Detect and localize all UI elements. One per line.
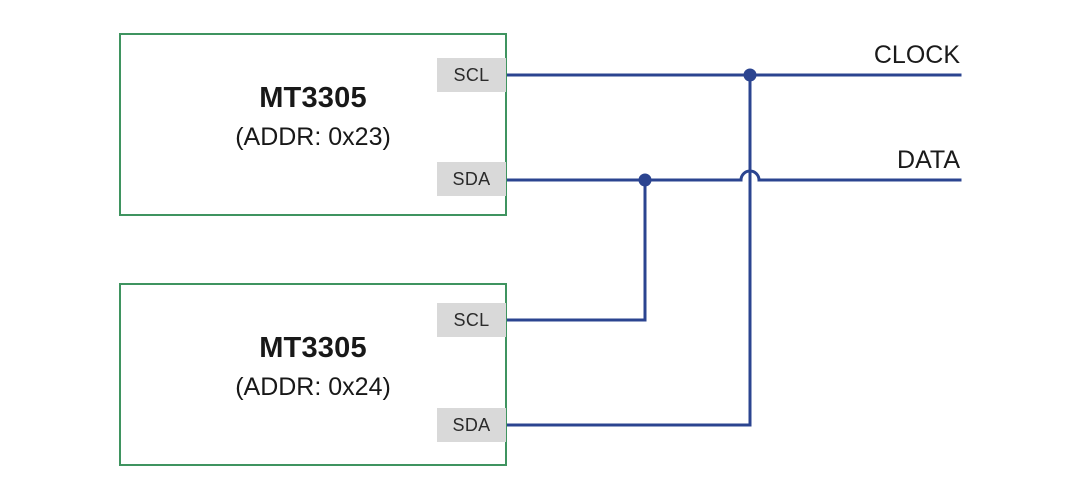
pin-u2-scl[interactable]: SCL (437, 303, 506, 337)
bus-label-data: DATA (897, 146, 960, 174)
junction-dot-clock (743, 68, 757, 82)
pin-u2-sda[interactable]: SDA (437, 408, 506, 442)
device-2-address: (ADDR: 0x24) (235, 372, 391, 401)
pin-u1-sda-label: SDA (452, 168, 491, 189)
pin-u2-scl-label: SCL (453, 309, 490, 330)
wire-u2-sda-to-clock-junction (504, 73, 752, 427)
device-1-name: MT3305 (259, 82, 367, 114)
wire-u2-scl-to-data-junction (504, 178, 647, 322)
device-1-address: (ADDR: 0x23) (235, 122, 391, 151)
device-1-labels: MT3305 (ADDR: 0x23) (121, 82, 505, 152)
bus-label-clock: CLOCK (873, 41, 960, 69)
pin-u1-scl[interactable]: SCL (437, 58, 506, 92)
device-2-name: MT3305 (259, 332, 367, 364)
pin-u1-sda[interactable]: SDA (437, 162, 506, 196)
device-2-labels: MT3305 (ADDR: 0x24) (121, 332, 505, 402)
junction-dot-data (638, 173, 652, 187)
pin-u2-sda-label: SDA (452, 414, 491, 435)
pin-u1-scl-label: SCL (453, 64, 490, 85)
